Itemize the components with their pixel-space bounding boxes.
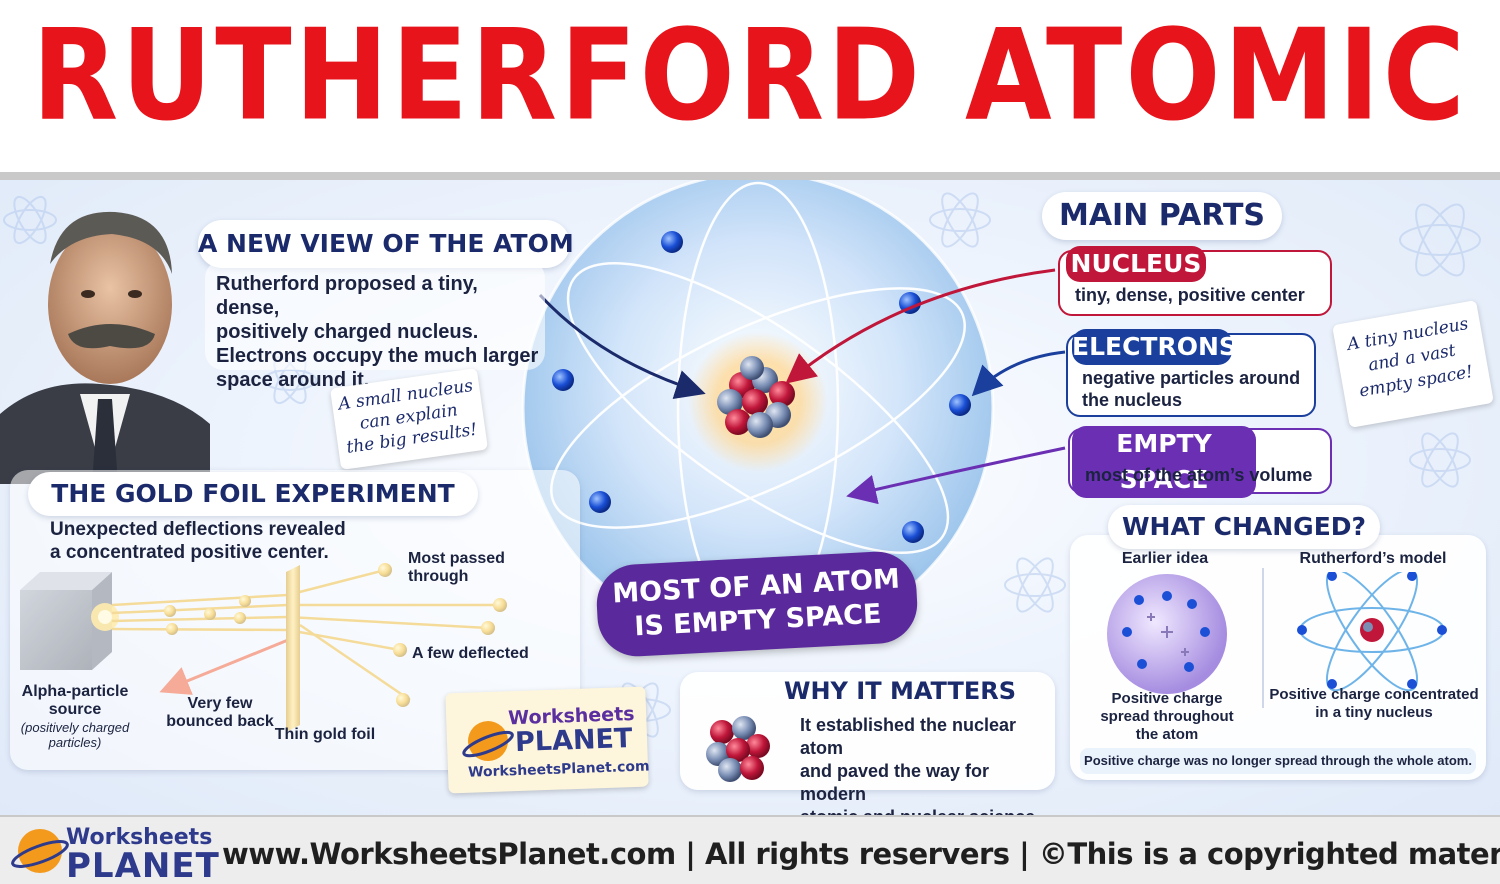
infographic-panel: A NEW VIEW OF THE ATOM Rutherford propos…: [0, 180, 1500, 827]
gold-foil-line: a concentrated positive center.: [50, 542, 329, 563]
what-changed-footer-text: Positive charge was no longer spread thr…: [1084, 753, 1472, 768]
most-passed-line: through: [408, 568, 469, 585]
source-sublabel-line: particles): [48, 735, 102, 750]
main-parts-heading: MAIN PARTS: [1042, 192, 1282, 240]
most-passed-label: Most passed through: [408, 550, 518, 586]
footer: Worksheets PLANET www.WorksheetsPlanet.c…: [0, 815, 1500, 884]
why-matters-heading-text: WHY IT MATTERS: [784, 677, 1016, 705]
new-view-line: space around it.: [216, 369, 370, 391]
electrons-desc: negative particles around the nucleus: [1082, 367, 1307, 411]
empty-space-banner: MOST OF AN ATOM IS EMPTY SPACE: [594, 549, 920, 659]
gold-foil-heading: THE GOLD FOIL EXPERIMENT: [28, 472, 478, 516]
model-caption-line: in a tiny nucleus: [1315, 704, 1433, 721]
source-sublabel: (positively charged particles): [10, 720, 140, 750]
rutherford-model-diagram: [1297, 572, 1447, 692]
why-matters-text: It established the nuclear atom and pave…: [800, 714, 1055, 829]
nucleus-cluster: [717, 356, 795, 438]
new-view-line: Rutherford proposed a tiny, dense,: [216, 273, 478, 319]
central-atom: [521, 180, 995, 645]
electrons: [552, 231, 971, 543]
gold-foil-heading-text: THE GOLD FOIL EXPERIMENT: [51, 479, 455, 508]
empty-space-tag: EMPTY SPACE: [1072, 426, 1256, 498]
earlier-caption-line: Positive charge: [1111, 690, 1223, 707]
footer-logo-line2: PLANET: [66, 846, 220, 884]
nucleus-tag: NUCLEUS: [1066, 246, 1206, 282]
very-few-label: Very few bounced back: [160, 695, 280, 731]
nucleus-desc: tiny, dense, positive center: [1075, 285, 1305, 305]
footer-planet-icon: [11, 829, 69, 873]
source-sublabel-line: (positively charged: [20, 720, 130, 735]
why-matters-heading: WHY IT MATTERS: [780, 670, 1020, 712]
arrow-nucleus: [785, 268, 1056, 384]
what-changed-heading: WHAT CHANGED?: [1108, 505, 1380, 549]
new-view-line: Electrons occupy the much larger: [216, 345, 539, 367]
what-changed-divider: [1262, 568, 1264, 708]
what-changed-heading-text: WHAT CHANGED?: [1121, 512, 1367, 541]
new-view-card: [205, 260, 545, 370]
why-matters-line: It established the nuclear atom: [800, 715, 1017, 758]
main-parts-heading-text: MAIN PARTS: [1058, 198, 1266, 233]
earlier-caption-line: spread throughout: [1100, 708, 1234, 725]
what-changed-footer: Positive charge was no longer spread thr…: [1080, 748, 1476, 774]
why-matters-line: and paved the way for modern: [800, 761, 990, 804]
new-view-line: positively charged nucleus.: [216, 321, 479, 343]
arrow-electrons: [971, 350, 1066, 397]
electrons-desc-line: the nucleus: [1082, 390, 1183, 410]
why-matters-nucleus-icon: [706, 716, 770, 782]
electrons-desc-line: negative particles around: [1082, 368, 1301, 388]
footer-logo: Worksheets PLANET: [66, 825, 220, 884]
foil-label: Thin gold foil: [274, 726, 376, 743]
gold-foil-line: Unexpected deflections revealed: [50, 519, 346, 540]
model-caption: Positive charge concentrated in a tiny n…: [1266, 686, 1482, 722]
new-view-text: Rutherford proposed a tiny, dense, posit…: [216, 272, 546, 392]
model-title: Rutherford’s model: [1299, 550, 1447, 567]
arrow-empty-space: [846, 446, 1066, 505]
source-label: Alpha-particle source: [10, 683, 140, 719]
most-passed-line: Most passed: [408, 550, 505, 567]
earlier-caption-line: the atom: [1135, 726, 1199, 743]
electrons-tag: ELECTRONS: [1072, 329, 1237, 365]
earlier-caption: Positive charge spread throughout the at…: [1092, 690, 1242, 744]
earlier-model-diagram: [1107, 574, 1227, 694]
planet-icon: [462, 721, 514, 762]
title-bar: RUTHERFORD ATOMIC MODEL: [0, 0, 1500, 317]
source-label-line: source: [48, 701, 102, 718]
new-view-heading-text: A NEW VIEW OF THE ATOM: [198, 229, 574, 258]
brand-name-2: PLANET: [514, 723, 633, 759]
very-few-line: Very few: [187, 695, 253, 712]
earlier-title: Earlier idea: [1121, 550, 1209, 567]
few-deflected-label: A few deflected: [412, 645, 529, 662]
gold-foil-text: Unexpected deflections revealed a concen…: [50, 518, 380, 564]
empty-space-desc: most of the atom’s volume: [1085, 465, 1313, 485]
title-divider: [0, 172, 1500, 180]
arrow-new-view: [538, 293, 706, 399]
very-few-line: bounced back: [166, 713, 274, 730]
model-caption-line: Positive charge concentrated: [1269, 686, 1479, 703]
source-label-line: Alpha-particle: [21, 683, 129, 700]
footer-logo-line1: Worksheets: [66, 825, 213, 850]
rutherford-portrait: [0, 211, 210, 484]
footer-copyright: www.WorksheetsPlanet.com | All rights re…: [222, 837, 1500, 871]
brand-card: Worksheets PLANET WorksheetsPlanet.com: [445, 686, 650, 794]
